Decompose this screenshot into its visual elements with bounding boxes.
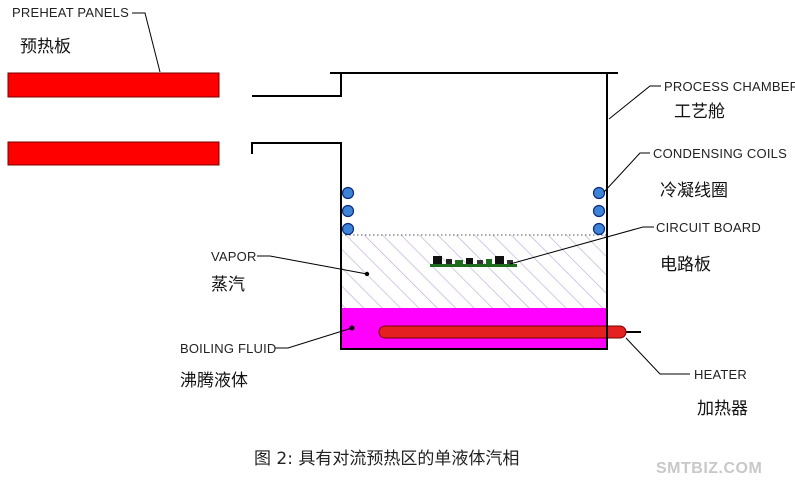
process-chamber-wall-left — [252, 72, 342, 97]
condensing-coil — [592, 222, 606, 236]
leader-vapor — [257, 255, 368, 275]
condensing-coils-left — [341, 186, 355, 236]
label-condensing-coils: CONDENSING COILS — [653, 146, 787, 161]
leader-lines — [132, 12, 690, 375]
leader-heater — [625, 337, 690, 375]
leader-preheat-panels — [132, 12, 161, 73]
label-condensing-coils-zh: 冷凝线圈 — [660, 181, 728, 201]
condensing-coil — [592, 204, 606, 218]
label-heater-zh: 加热器 — [697, 399, 748, 419]
vapor-zone — [341, 235, 607, 308]
condensing-coils-right — [592, 186, 606, 236]
label-process-chamber: PROCESS CHAMBER — [664, 79, 795, 94]
boiling-fluid-leader-dot — [349, 325, 355, 331]
label-vapor-zh: 蒸汽 — [211, 275, 245, 295]
label-preheat-panels-zh: 预热板 — [20, 37, 71, 57]
label-vapor: VAPOR — [211, 249, 257, 264]
heater-element — [378, 325, 627, 339]
label-circuit-board-zh: 电路板 — [660, 255, 711, 275]
label-circuit-board: CIRCUIT BOARD — [656, 220, 761, 235]
leader-circuit-board — [509, 226, 654, 265]
condensing-coil — [341, 222, 355, 236]
process-chamber-body — [251, 73, 608, 350]
leader-condensing-coils — [603, 152, 650, 193]
condensing-coil — [341, 204, 355, 218]
label-boiling-fluid: BOILING FLUID — [180, 341, 277, 356]
leader-boiling-fluid — [275, 327, 353, 349]
condensing-coil — [592, 186, 606, 200]
label-boiling-fluid-zh: 沸腾液体 — [180, 371, 248, 391]
label-process-chamber-zh: 工艺舱 — [674, 102, 725, 122]
label-heater: HEATER — [694, 367, 747, 382]
watermark: SMTBIZ.COM — [656, 460, 762, 477]
circuit-board — [430, 256, 517, 267]
figure-caption: 图 2: 具有对流预热区的单液体汽相 — [254, 449, 519, 469]
preheat-panel-top — [7, 72, 220, 98]
vapor-leader-dot — [364, 271, 370, 277]
label-preheat-panels: PREHEAT PANELS — [12, 5, 129, 20]
condensing-coil — [341, 186, 355, 200]
leader-process-chamber — [608, 85, 661, 120]
preheat-panel-bottom — [7, 141, 220, 166]
